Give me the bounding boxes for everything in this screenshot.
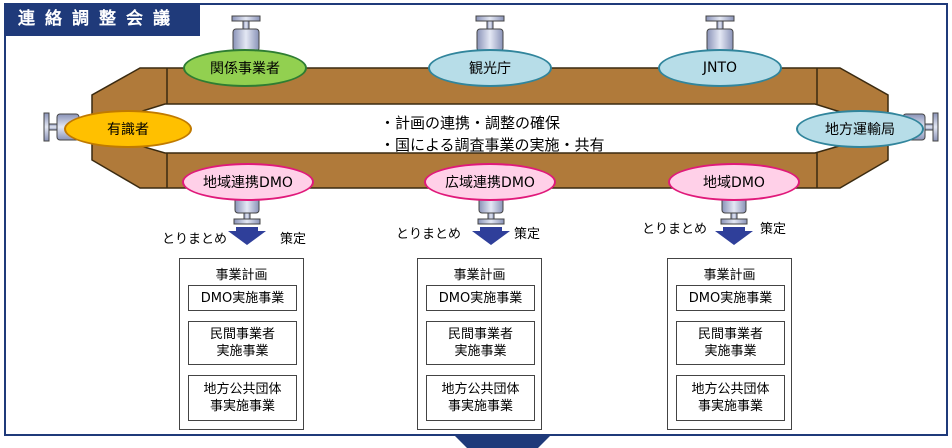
torimatome-label-2: とりまとめ xyxy=(396,227,462,242)
member-jnto: JNTO xyxy=(658,49,782,87)
valve-bottom-1 xyxy=(228,194,266,245)
torimatome-label-3: とりまとめ xyxy=(642,222,708,237)
valve-bottom-2 xyxy=(472,194,510,245)
dmo-chiiki-renkei: 地域連携DMO xyxy=(182,163,314,201)
plan-item-dmo: DMO実施事業 xyxy=(676,285,785,311)
plan-item-dmo: DMO実施事業 xyxy=(426,285,535,311)
center-line-1: ・計画の連携・調整の確保 xyxy=(380,114,561,132)
valve-top-1 xyxy=(231,15,261,52)
member-kankocho: 観光庁 xyxy=(428,49,552,87)
plan-box-3: 事業計画 DMO実施事業 民間事業者 実施事業 地方公共団体 事実施事業 xyxy=(667,258,792,430)
plan-box-1: 事業計画 DMO実施事業 民間事業者 実施事業 地方公共団体 事実施事業 xyxy=(179,258,304,430)
plan-item-minkan: 民間事業者 実施事業 xyxy=(426,321,535,365)
plan-title: 事業計画 xyxy=(215,268,268,283)
center-text: ・計画の連携・調整の確保 ・国による調査事業の実施・共有 xyxy=(380,112,605,156)
valve-top-2 xyxy=(475,15,505,52)
plan-item-chiho: 地方公共団体 事実施事業 xyxy=(426,375,535,421)
page-title: 連絡調整会議 xyxy=(4,3,200,36)
center-line-2: ・国による調査事業の実施・共有 xyxy=(380,136,605,154)
plan-item-dmo: DMO実施事業 xyxy=(188,285,297,311)
member-kankei-jigyosha: 関係事業者 xyxy=(183,49,307,87)
member-yushikisha: 有識者 xyxy=(64,110,192,148)
member-chiho-unyukyoku: 地方運輸局 xyxy=(796,110,924,148)
torimatome-label-1: とりまとめ xyxy=(162,232,228,247)
valve-bottom-3 xyxy=(715,194,753,245)
sakutei-label-2: 策定 xyxy=(514,227,541,242)
plan-title: 事業計画 xyxy=(453,268,506,283)
plan-box-2: 事業計画 DMO実施事業 民間事業者 実施事業 地方公共団体 事実施事業 xyxy=(417,258,542,430)
plan-title: 事業計画 xyxy=(703,268,756,283)
plan-item-minkan: 民間事業者 実施事業 xyxy=(188,321,297,365)
dmo-chiiki: 地域DMO xyxy=(668,163,800,201)
sakutei-label-1: 策定 xyxy=(280,232,307,247)
plan-item-chiho: 地方公共団体 事実施事業 xyxy=(188,375,297,421)
dmo-koiki-renkei: 広域連携DMO xyxy=(424,163,556,201)
bottom-tab xyxy=(455,436,550,448)
plan-item-minkan: 民間事業者 実施事業 xyxy=(676,321,785,365)
sakutei-label-3: 策定 xyxy=(760,222,787,237)
plan-item-chiho: 地方公共団体 事実施事業 xyxy=(676,375,785,421)
valve-top-3 xyxy=(705,15,735,52)
